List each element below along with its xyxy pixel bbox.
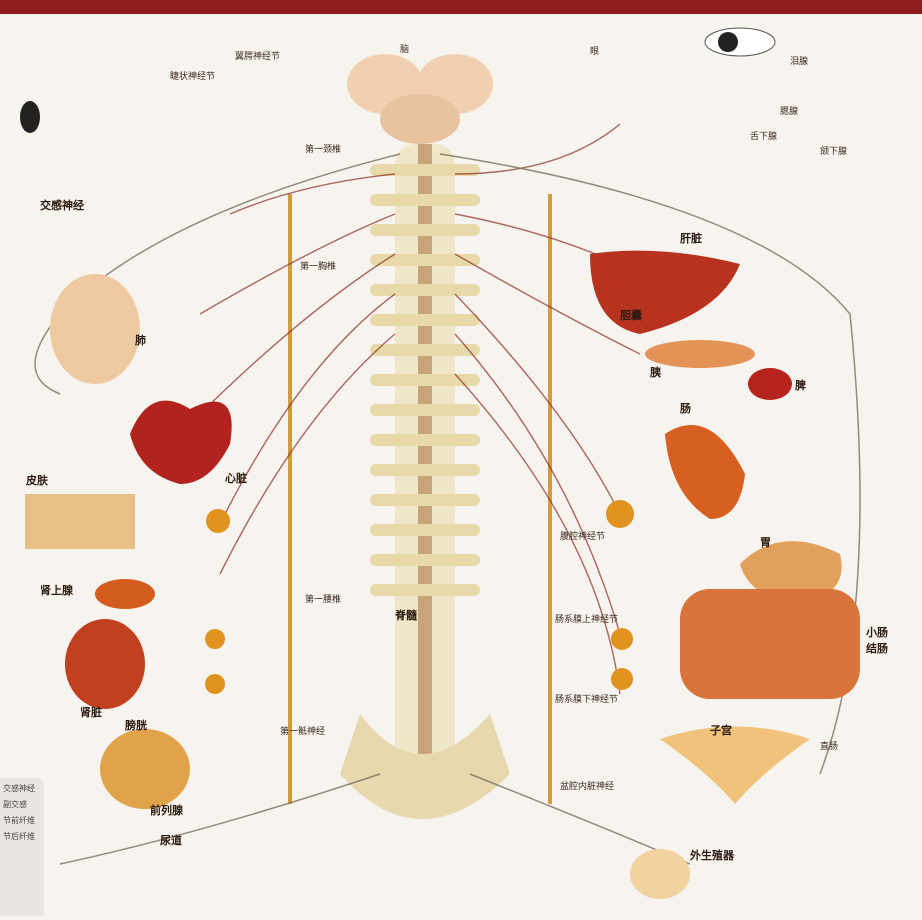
label-genitals: 外生殖器 bbox=[689, 848, 735, 862]
legend: 交感神经 副交感 节前纤维 节后纤维 bbox=[0, 778, 44, 916]
label-lumbar-first: 第一腰椎 bbox=[305, 593, 341, 605]
label-large-intestine: 结肠 bbox=[865, 641, 888, 655]
label-bladder: 膀胱 bbox=[124, 718, 147, 732]
eye-left bbox=[20, 101, 40, 133]
lung bbox=[50, 274, 140, 384]
label-eye: 眼 bbox=[590, 46, 599, 57]
adrenal bbox=[95, 579, 155, 609]
label-pelvic-nerve: 盆腔内脏神经 bbox=[560, 780, 614, 792]
label-gallbladder: 胆囊 bbox=[620, 308, 643, 322]
label-brain: 脑 bbox=[400, 43, 409, 55]
legend-item-4: 节后纤维 bbox=[3, 832, 35, 841]
pancreas bbox=[645, 340, 755, 368]
label-heart: 心脏 bbox=[225, 471, 247, 485]
eye-right bbox=[704, 27, 776, 57]
label-pancreas: 胰 bbox=[649, 365, 661, 379]
ganglia bbox=[205, 500, 634, 694]
stomach bbox=[740, 541, 842, 604]
label-cervical-first: 第一颈椎 bbox=[305, 143, 341, 155]
genitals bbox=[630, 849, 690, 899]
label-lung: 肺 bbox=[135, 333, 146, 347]
label-skin: 皮肤 bbox=[25, 473, 49, 487]
label-celiac-ganglion: 腹腔神经节 bbox=[560, 530, 605, 542]
legend-item-2: 副交感 bbox=[3, 800, 27, 809]
label-small-intestine: 小肠 bbox=[865, 625, 888, 639]
spinal-column bbox=[340, 144, 510, 819]
header-bar bbox=[0, 0, 922, 14]
brain bbox=[347, 54, 493, 144]
label-rectum: 直肠 bbox=[820, 740, 838, 752]
label-parotid: 腮腺 bbox=[780, 105, 798, 117]
label-sublingual: 舌下腺 bbox=[750, 130, 777, 142]
label-inf-mesenteric: 肠系膜下神经节 bbox=[555, 693, 618, 705]
label-adrenal: 肾上腺 bbox=[40, 583, 74, 597]
label-spinal-cord: 脊髓 bbox=[394, 608, 418, 622]
label-uterus: 子宫 bbox=[710, 723, 732, 737]
intestine-coil bbox=[665, 425, 745, 519]
bladder bbox=[100, 729, 190, 809]
label-stomach: 胃 bbox=[760, 536, 771, 549]
spleen bbox=[748, 368, 792, 400]
label-thoracic-first: 第一胸椎 bbox=[300, 260, 336, 272]
label-pterygopalatine: 翼腭神经节 bbox=[235, 50, 280, 62]
label-ciliary-ganglion: 睫状神经节 bbox=[170, 70, 215, 82]
liver bbox=[590, 250, 740, 334]
kidney bbox=[65, 619, 145, 709]
nervous-system-diagram: 睫状神经节 翼腭神经节 脑 第一颈椎 第一胸椎 第一腰椎 第一骶神经 脊髓 交感… bbox=[0, 14, 922, 916]
label-prostate: 前列腺 bbox=[150, 803, 184, 817]
label-spleen: 脾 bbox=[795, 378, 806, 392]
small-intestine bbox=[680, 589, 860, 699]
label-sup-mesenteric: 肠系膜上神经节 bbox=[555, 613, 618, 625]
label-sacral-first: 第一骶神经 bbox=[280, 725, 325, 737]
legend-item-1: 交感神经 bbox=[3, 784, 35, 793]
label-urethra: 尿道 bbox=[160, 833, 182, 847]
label-liver: 肝脏 bbox=[680, 231, 702, 245]
label-sympathetic: 交感神经 bbox=[40, 198, 84, 212]
heart bbox=[130, 400, 232, 484]
uterus bbox=[660, 726, 810, 804]
diagram-svg: 睫状神经节 翼腭神经节 脑 第一颈椎 第一胸椎 第一腰椎 第一骶神经 脊髓 交感… bbox=[0, 14, 922, 916]
skin bbox=[25, 494, 135, 549]
label-intestine: 肠 bbox=[680, 401, 691, 415]
label-kidney: 肾脏 bbox=[80, 705, 102, 719]
label-submandibular-gland: 颌下腺 bbox=[820, 145, 847, 157]
label-lacrimal: 泪腺 bbox=[790, 55, 808, 67]
legend-item-3: 节前纤维 bbox=[3, 816, 35, 825]
